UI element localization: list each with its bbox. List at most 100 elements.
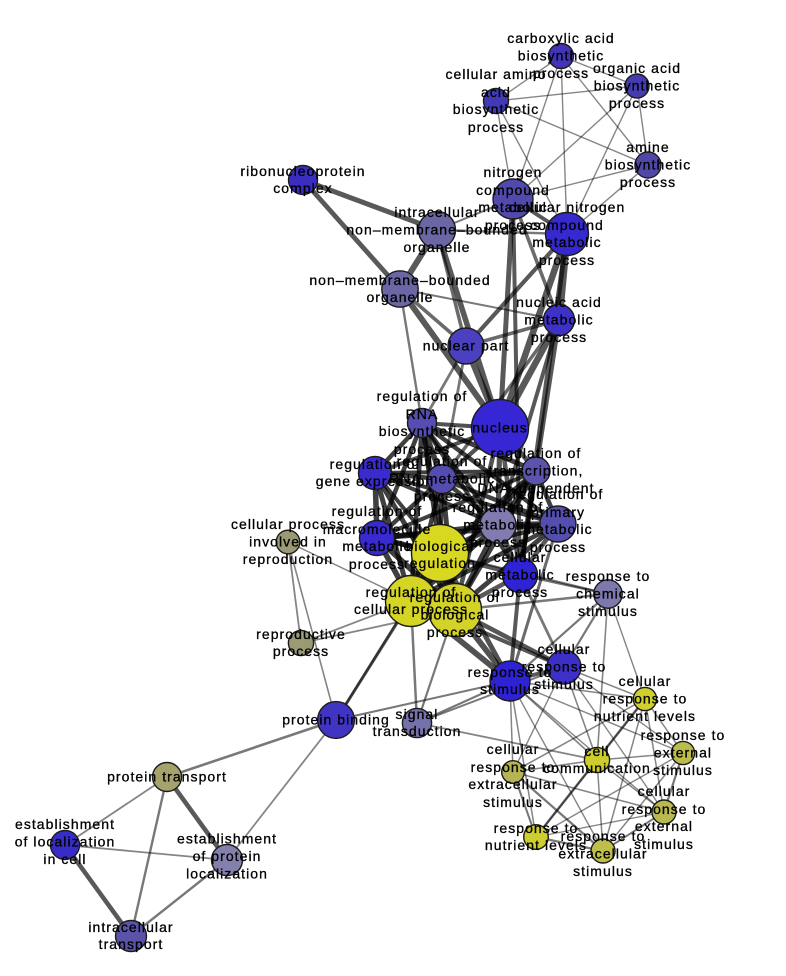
svg-text:stimulus: stimulus bbox=[634, 836, 694, 852]
svg-text:stimulus: stimulus bbox=[483, 794, 543, 810]
svg-text:intracellular: intracellular bbox=[394, 204, 479, 220]
svg-text:biosynthetic: biosynthetic bbox=[594, 78, 681, 94]
svg-text:metabolic: metabolic bbox=[342, 538, 411, 554]
svg-text:process: process bbox=[492, 584, 548, 600]
svg-text:external: external bbox=[654, 745, 712, 761]
svg-text:process: process bbox=[530, 539, 586, 555]
svg-text:biosynthetic: biosynthetic bbox=[453, 101, 540, 117]
svg-text:intracellular: intracellular bbox=[88, 919, 173, 935]
svg-text:involved in: involved in bbox=[249, 534, 327, 550]
svg-text:organelle: organelle bbox=[366, 289, 433, 305]
svg-text:cell: cell bbox=[584, 743, 609, 759]
svg-text:stimulus: stimulus bbox=[653, 762, 713, 778]
svg-text:process: process bbox=[470, 534, 526, 550]
svg-text:establishment: establishment bbox=[15, 816, 115, 832]
svg-text:cellular: cellular bbox=[619, 673, 672, 689]
svg-text:process: process bbox=[273, 643, 329, 659]
svg-text:response to: response to bbox=[522, 659, 607, 675]
svg-text:cellular process: cellular process bbox=[231, 516, 345, 532]
svg-text:protein binding: protein binding bbox=[282, 712, 390, 728]
svg-text:process: process bbox=[533, 65, 589, 81]
svg-text:response to: response to bbox=[641, 727, 726, 743]
svg-text:process: process bbox=[414, 488, 470, 504]
svg-text:localization: localization bbox=[186, 866, 268, 882]
svg-text:nutrient levels: nutrient levels bbox=[594, 708, 696, 724]
svg-text:non–membrane–bounded: non–membrane–bounded bbox=[346, 222, 527, 238]
svg-text:biological: biological bbox=[421, 607, 490, 623]
svg-text:acid: acid bbox=[481, 84, 511, 100]
svg-text:regulation of: regulation of bbox=[491, 445, 582, 461]
svg-text:ribonucleoprotein: ribonucleoprotein bbox=[240, 163, 365, 179]
svg-text:RNA metabolic: RNA metabolic bbox=[389, 471, 495, 487]
svg-text:organelle: organelle bbox=[403, 239, 470, 255]
svg-text:cellular: cellular bbox=[487, 741, 540, 757]
svg-text:external: external bbox=[635, 818, 693, 834]
svg-text:regulation of: regulation of bbox=[366, 584, 457, 600]
svg-text:RNA: RNA bbox=[406, 406, 439, 422]
svg-text:biosynthetic: biosynthetic bbox=[379, 423, 466, 439]
svg-text:process: process bbox=[485, 217, 541, 233]
svg-text:response to: response to bbox=[603, 691, 688, 707]
svg-text:nuclear part: nuclear part bbox=[423, 338, 510, 354]
svg-text:process: process bbox=[531, 329, 587, 345]
svg-text:gene expression: gene expression bbox=[316, 473, 435, 489]
svg-text:process: process bbox=[349, 556, 405, 572]
svg-text:metabolic: metabolic bbox=[523, 521, 592, 537]
svg-text:process: process bbox=[609, 95, 665, 111]
svg-text:establishment: establishment bbox=[177, 831, 277, 847]
svg-text:regulation: regulation bbox=[404, 555, 476, 571]
svg-text:primary: primary bbox=[531, 504, 585, 520]
svg-text:regulation of: regulation of bbox=[332, 503, 423, 519]
svg-text:stimulus: stimulus bbox=[480, 681, 540, 697]
svg-text:metabolic: metabolic bbox=[532, 234, 601, 250]
svg-text:transport: transport bbox=[99, 936, 164, 952]
svg-text:extracellular: extracellular bbox=[468, 776, 557, 792]
svg-text:nucleic acid: nucleic acid bbox=[516, 294, 602, 310]
svg-text:transcription,: transcription, bbox=[489, 463, 584, 479]
svg-text:process: process bbox=[394, 441, 450, 457]
svg-text:of protein: of protein bbox=[193, 848, 262, 864]
svg-text:extracellular: extracellular bbox=[558, 846, 647, 862]
svg-text:regulation of: regulation of bbox=[410, 589, 501, 605]
svg-text:chemical: chemical bbox=[576, 586, 640, 602]
svg-text:process: process bbox=[620, 174, 676, 190]
svg-text:cellular nitrogen: cellular nitrogen bbox=[509, 199, 626, 215]
svg-text:nucleus: nucleus bbox=[472, 420, 528, 436]
svg-text:stimulus: stimulus bbox=[534, 676, 594, 692]
svg-text:response to: response to bbox=[471, 759, 556, 775]
svg-text:regulation of: regulation of bbox=[453, 499, 544, 515]
svg-text:organic acid: organic acid bbox=[593, 60, 681, 76]
svg-text:metabolic: metabolic bbox=[524, 312, 593, 328]
svg-text:cellular process: cellular process bbox=[354, 601, 468, 617]
svg-text:metabolic: metabolic bbox=[478, 199, 547, 215]
svg-text:signal: signal bbox=[396, 706, 439, 722]
svg-text:DNA–dependent: DNA–dependent bbox=[477, 480, 594, 496]
svg-text:macromolecule: macromolecule bbox=[323, 521, 432, 537]
svg-text:cellular amino: cellular amino bbox=[445, 66, 546, 82]
svg-text:biosynthetic: biosynthetic bbox=[605, 157, 692, 173]
svg-text:cellular: cellular bbox=[494, 549, 547, 565]
svg-text:reproductive: reproductive bbox=[256, 626, 346, 642]
svg-text:carboxylic acid: carboxylic acid bbox=[507, 30, 615, 46]
svg-text:process: process bbox=[468, 119, 524, 135]
svg-text:reproduction: reproduction bbox=[243, 551, 333, 567]
svg-text:nitrogen: nitrogen bbox=[484, 164, 543, 180]
svg-text:communication: communication bbox=[543, 760, 651, 776]
svg-text:stimulus: stimulus bbox=[573, 863, 633, 879]
svg-text:biological: biological bbox=[406, 538, 475, 554]
svg-text:protein transport: protein transport bbox=[107, 769, 227, 785]
svg-text:regulation of: regulation of bbox=[330, 456, 421, 472]
svg-text:response to: response to bbox=[494, 820, 579, 836]
svg-text:regulation of: regulation of bbox=[397, 453, 488, 469]
svg-text:in cell: in cell bbox=[43, 851, 86, 867]
svg-text:response to: response to bbox=[468, 664, 553, 680]
svg-text:cellular: cellular bbox=[638, 783, 691, 799]
svg-text:cellular: cellular bbox=[538, 641, 591, 657]
svg-text:regulation of: regulation of bbox=[377, 388, 468, 404]
svg-text:response to: response to bbox=[566, 568, 651, 584]
svg-text:process: process bbox=[539, 252, 595, 268]
svg-text:metabolic: metabolic bbox=[463, 517, 532, 533]
svg-text:nutrient levels: nutrient levels bbox=[485, 837, 587, 853]
svg-text:compound: compound bbox=[476, 182, 550, 198]
svg-text:biosynthetic: biosynthetic bbox=[518, 48, 605, 64]
